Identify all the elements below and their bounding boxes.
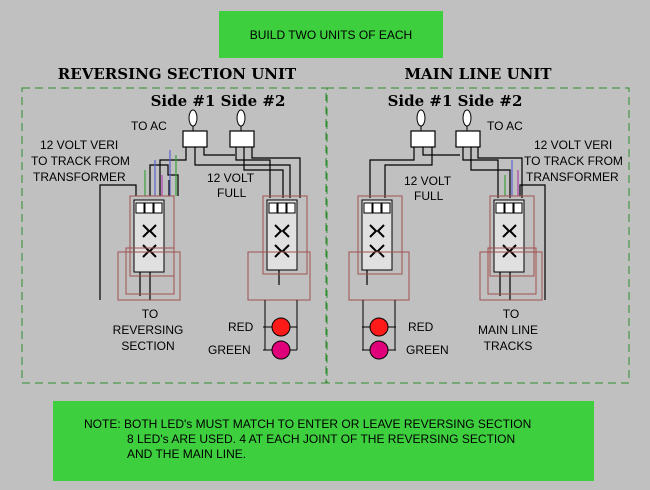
- reversing-veri-line2: TO TRACK FROM: [31, 154, 130, 168]
- led-red-left: [263, 317, 297, 337]
- reversing-full-line1: 12 VOLT: [207, 171, 255, 185]
- mainline-output-line3: TRACKS: [484, 339, 533, 353]
- mainline-output-line1: TO: [503, 307, 519, 321]
- note-line-3: AND THE MAIN LINE.: [127, 447, 247, 461]
- mainline-unit-title: MAIN LINE UNIT: [404, 65, 552, 83]
- relay-right-1: [348, 195, 410, 301]
- relay-right-2: [479, 195, 543, 301]
- reversing-to-ac-label: TO AC: [131, 119, 167, 133]
- mainline-unit-wiring: [366, 130, 546, 300]
- led-green-right: [362, 340, 396, 360]
- led-red-right: [362, 317, 396, 337]
- switch-lever-right-2: [462, 109, 472, 131]
- note-line-1: NOTE: BOTH LED's MUST MATCH TO ENTER OR …: [84, 417, 532, 431]
- mainline-led-green-label: GREEN: [406, 343, 449, 357]
- reversing-unit-wiring: [99, 130, 301, 300]
- relay-left-2: [247, 195, 311, 301]
- relay-left-1: [117, 195, 181, 301]
- reversing-output-line1: TO: [142, 307, 158, 321]
- reversing-led-green-label: GREEN: [208, 343, 251, 357]
- mainline-sides-label: Side #1 Side #2: [388, 92, 523, 110]
- mainline-full-line2: FULL: [414, 189, 444, 203]
- reversing-veri-line3: TRANSFORMER: [33, 170, 126, 184]
- reversing-veri-line1: 12 VOLT VERI: [40, 138, 118, 152]
- switch-lever-left-1: [188, 109, 198, 131]
- reversing-sides-label: Side #1 Side #2: [151, 92, 286, 110]
- reversing-full-line2: FULL: [217, 186, 247, 200]
- switch-lever-left-2: [236, 109, 246, 131]
- mainline-led-red-label: RED: [408, 320, 434, 334]
- mainline-veri-line3: TRANSFORMER: [526, 170, 619, 184]
- reversing-output-line2: REVERSING: [113, 323, 184, 337]
- note-line-2: 8 LED's ARE USED. 4 AT EACH JOINT OF THE…: [127, 432, 516, 446]
- banner-text: BUILD TWO UNITS OF EACH: [249, 27, 413, 42]
- reversing-unit-title: REVERSING SECTION UNIT: [58, 65, 297, 83]
- reversing-output-line3: SECTION: [121, 339, 174, 353]
- switch-lever-right-1: [416, 109, 426, 131]
- mainline-to-ac-label: TO AC: [487, 119, 523, 133]
- reversing-led-red-label: RED: [228, 320, 254, 334]
- note-banner: NOTE: BOTH LED's MUST MATCH TO ENTER OR …: [53, 401, 594, 481]
- mainline-veri-line1: 12 VOLT VERI: [534, 138, 612, 152]
- led-green-left: [263, 340, 297, 360]
- mainline-output-line2: MAIN LINE: [478, 323, 538, 337]
- mainline-full-line1: 12 VOLT: [404, 174, 452, 188]
- mainline-veri-line2: TO TRACK FROM: [524, 154, 623, 168]
- build-two-units-banner: BUILD TWO UNITS OF EACH: [219, 11, 443, 58]
